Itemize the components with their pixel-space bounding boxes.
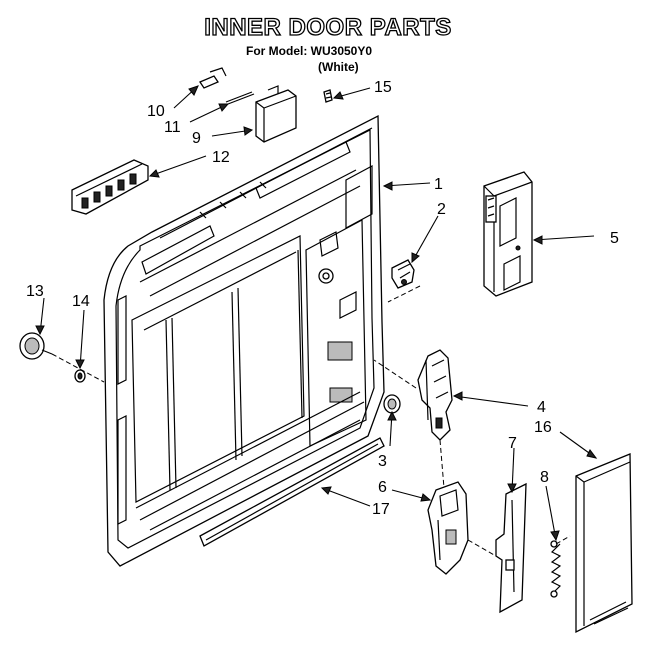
- switch-assembly: [483, 171, 533, 297]
- arrowheads: [35, 85, 598, 542]
- callout-2: 2: [437, 201, 446, 218]
- latch-lower-part: [427, 481, 469, 575]
- callout-7: 7: [508, 435, 517, 452]
- callout-1: 1: [434, 176, 443, 193]
- model-label: For Model: WU3050Y0: [246, 44, 373, 58]
- callout-17: 17: [372, 501, 390, 518]
- inner-door-panel: [103, 114, 385, 567]
- bumper-part: [383, 394, 401, 414]
- callout-4: 4: [537, 399, 546, 416]
- bottom-rail-part: [199, 437, 385, 547]
- color-label: (White): [318, 60, 359, 74]
- hinge-clip: [391, 259, 415, 289]
- rod-part: [225, 91, 255, 105]
- callout-12: 12: [212, 149, 230, 166]
- callout-14: 14: [72, 293, 90, 310]
- callout-15: 15: [374, 79, 392, 96]
- page-title: INNER DOOR PARTS: [204, 13, 452, 41]
- door-cover-part: [575, 453, 633, 634]
- screw-part: [323, 89, 333, 103]
- pin-part: [199, 67, 227, 89]
- washer-part: [74, 369, 86, 383]
- callout-13: 13: [26, 283, 44, 300]
- callout-5: 5: [610, 230, 619, 247]
- callout-6: 6: [378, 479, 387, 496]
- callout-11: 11: [164, 119, 181, 136]
- spring-part: [550, 540, 562, 598]
- latch-rod: [495, 482, 527, 614]
- callout-10: 10: [147, 103, 165, 120]
- handle-bracket: [71, 159, 149, 215]
- callout-9: 9: [192, 130, 201, 147]
- latch-upper-part: [417, 349, 453, 441]
- knob-part: [19, 332, 53, 360]
- callout-8: 8: [540, 469, 549, 486]
- cover-plate: [255, 85, 297, 143]
- callout-3: 3: [378, 453, 387, 470]
- callout-16: 16: [534, 419, 552, 436]
